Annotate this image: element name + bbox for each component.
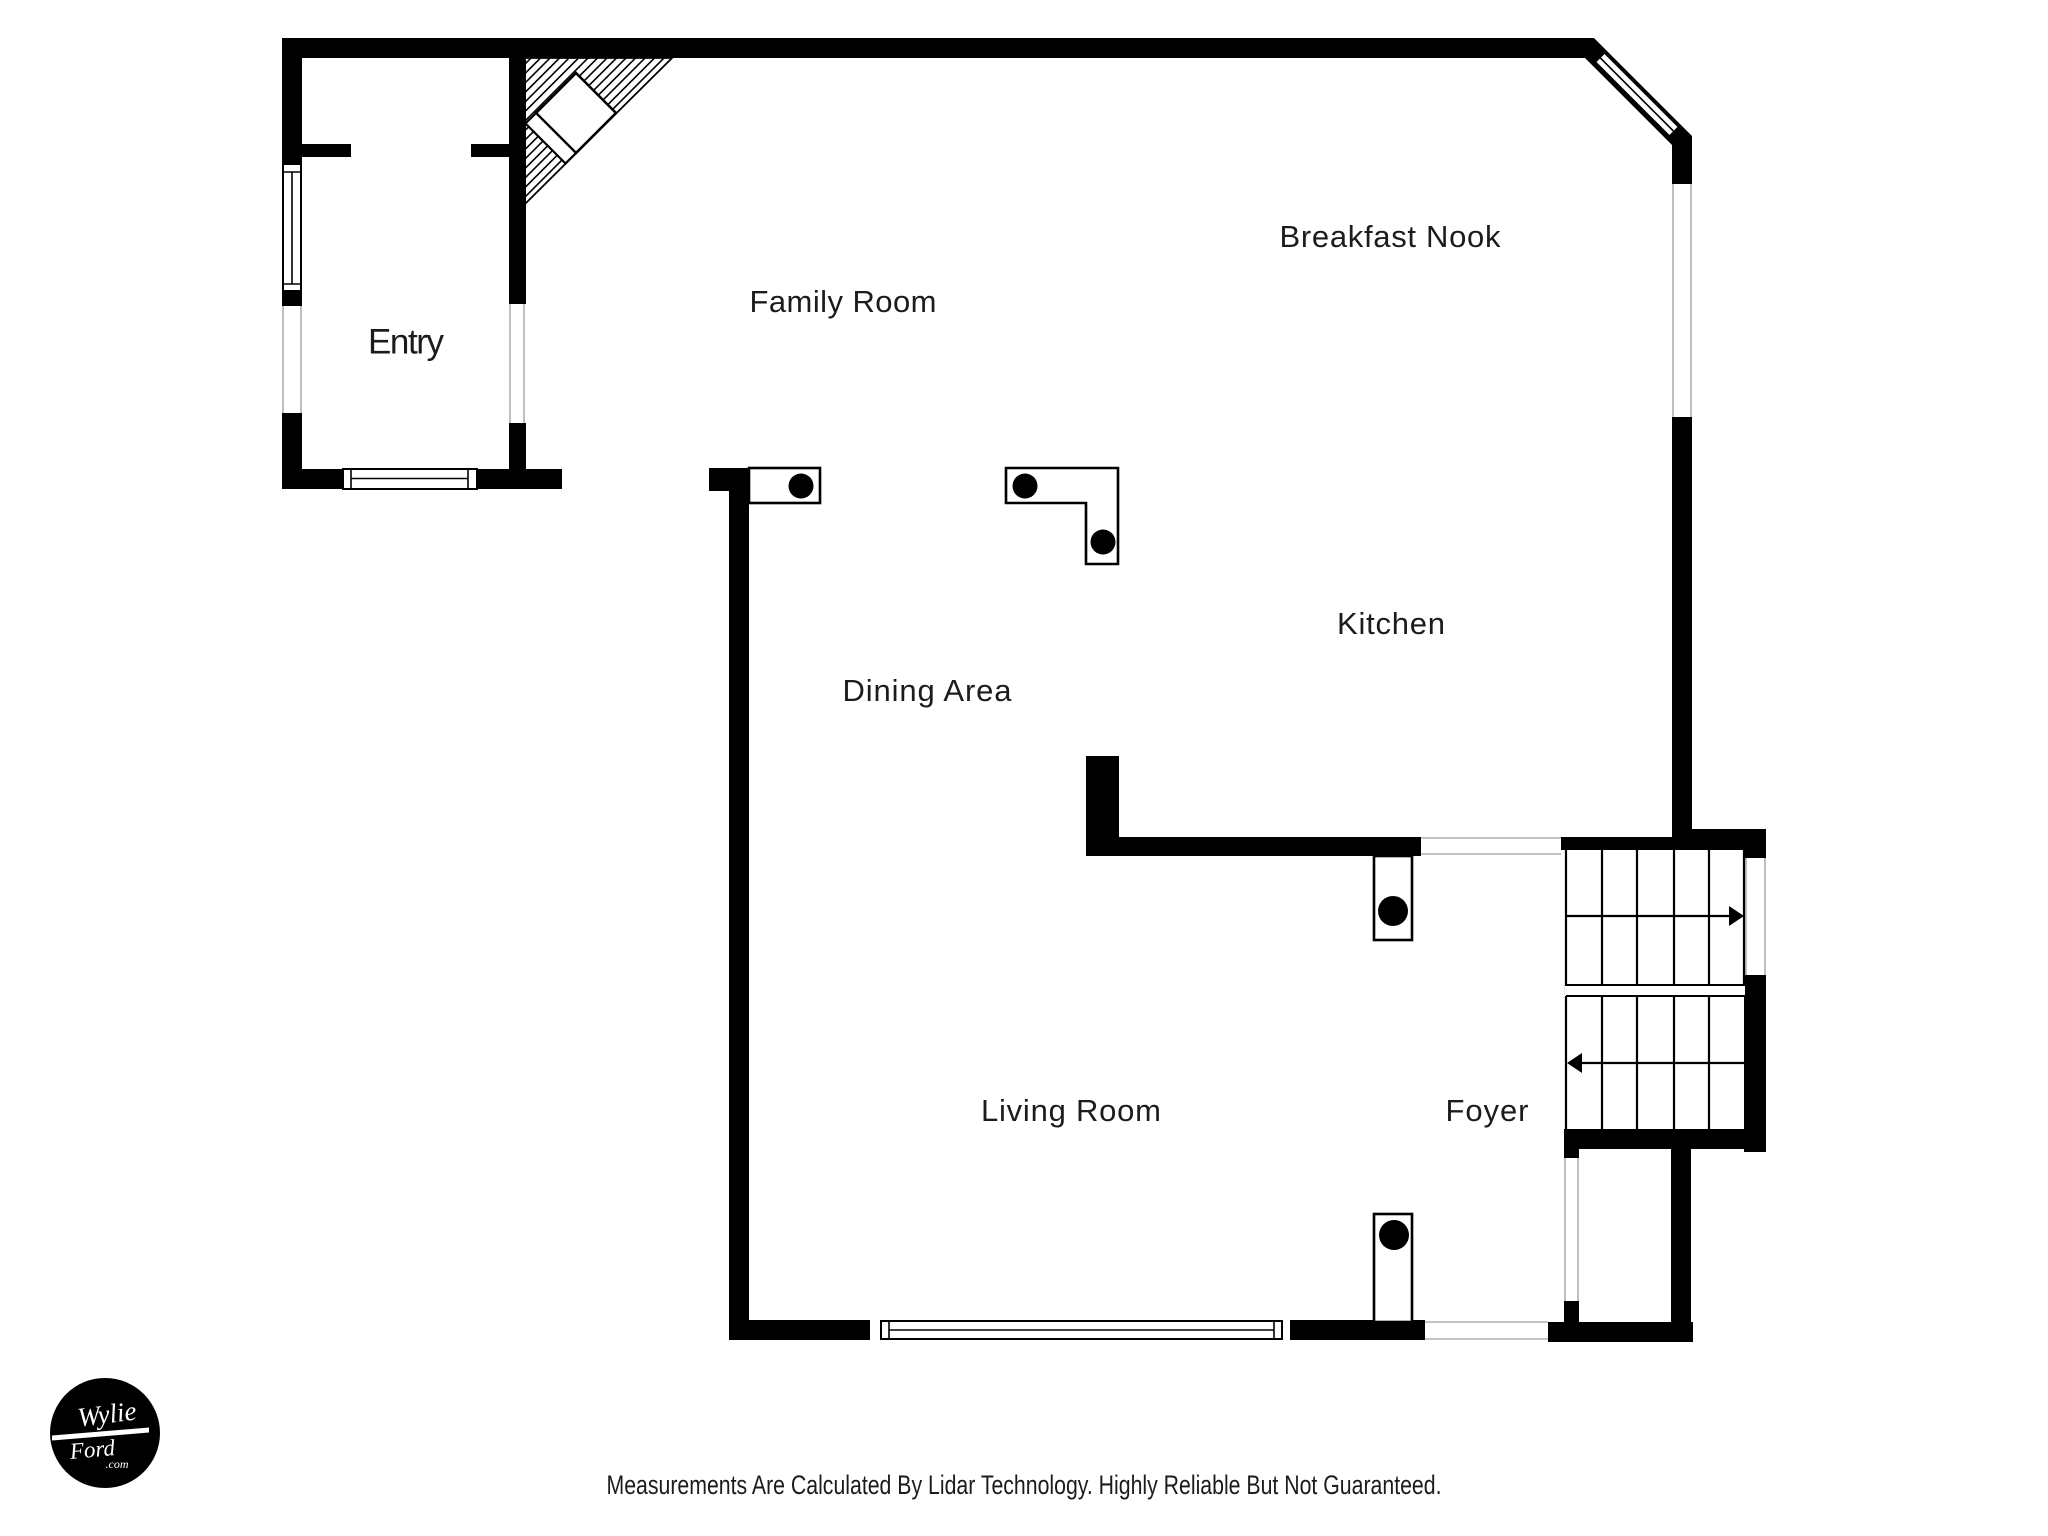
svg-text:Ford: Ford <box>68 1435 117 1464</box>
svg-text:Breakfast Nook: Breakfast Nook <box>1280 219 1502 254</box>
svg-text:Foyer: Foyer <box>1446 1093 1529 1128</box>
svg-text:Living Room: Living Room <box>981 1093 1161 1128</box>
svg-text:Measurements Are Calculated By: Measurements Are Calculated By Lidar Tec… <box>607 1470 1442 1500</box>
svg-text:Kitchen: Kitchen <box>1337 606 1445 641</box>
svg-text:Entry: Entry <box>368 323 445 362</box>
svg-text:Dining Area: Dining Area <box>843 673 1013 708</box>
svg-text:Family Room: Family Room <box>750 284 937 319</box>
svg-text:.com: .com <box>106 1457 129 1471</box>
svg-text:Wylie: Wylie <box>76 1396 138 1433</box>
